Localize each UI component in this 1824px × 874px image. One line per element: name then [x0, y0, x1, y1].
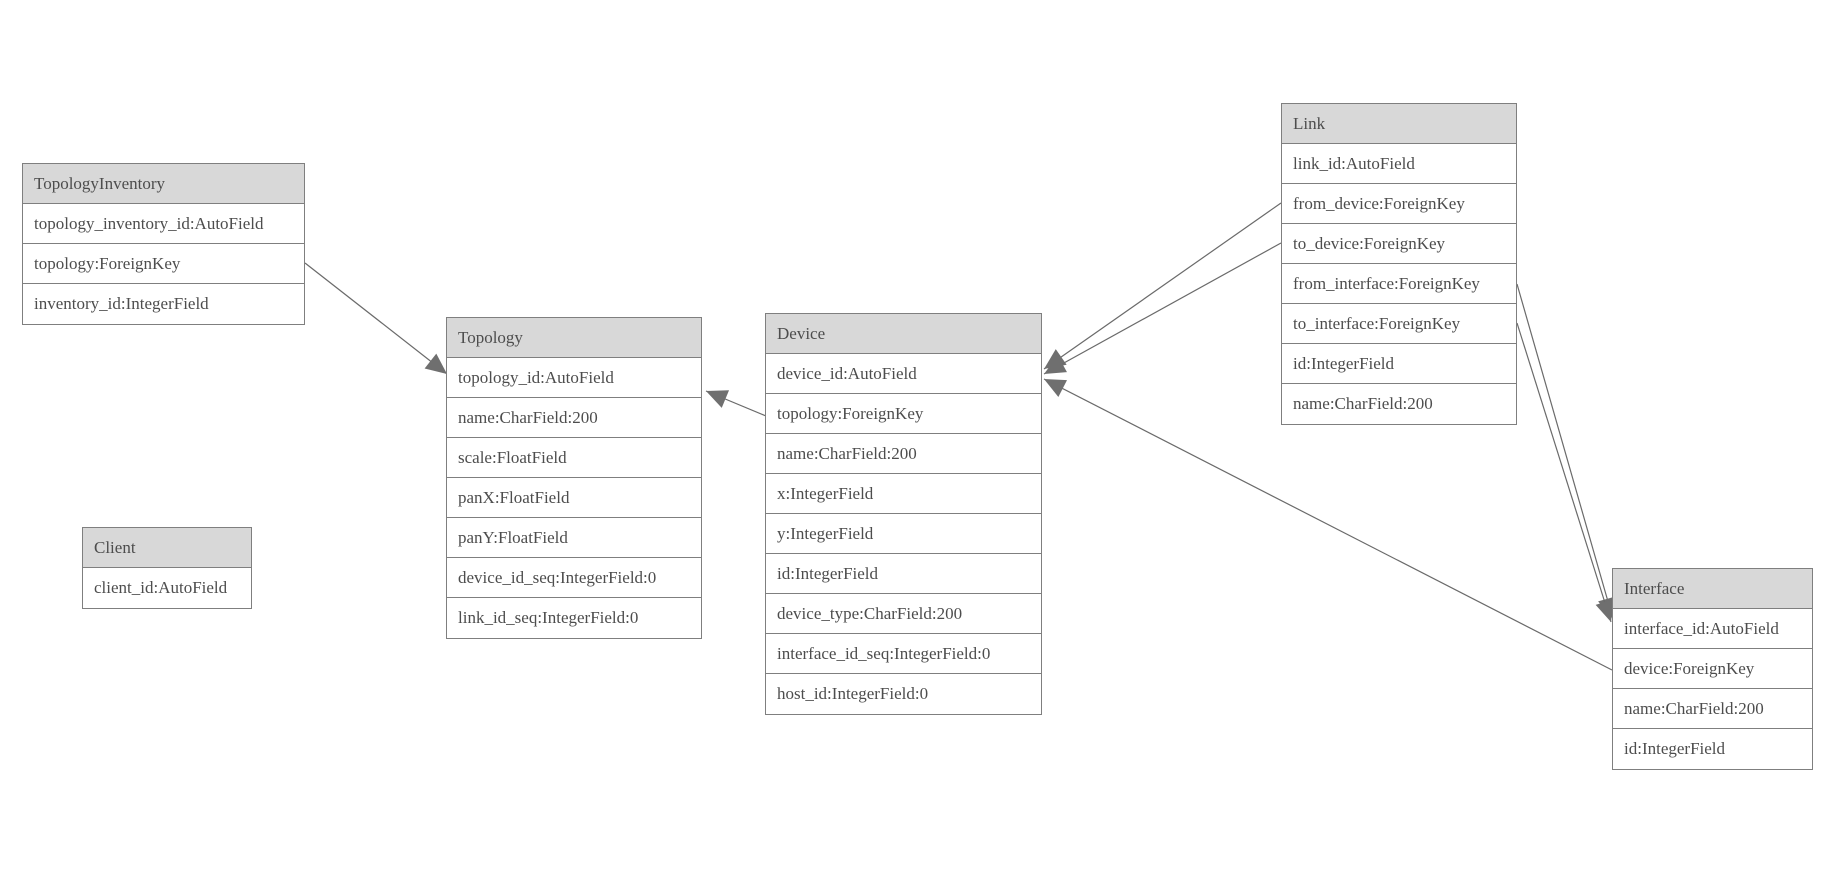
arrowhead-icon — [424, 353, 447, 374]
field-row: topology_id:AutoField — [447, 358, 701, 398]
field-row: device_id_seq:IntegerField:0 — [447, 558, 701, 598]
field-row: to_interface:ForeignKey — [1282, 304, 1516, 344]
field-row: topology:ForeignKey — [766, 394, 1041, 434]
entity-title-interface: Interface — [1613, 569, 1812, 609]
field-row: inventory_id:IntegerField — [23, 284, 304, 324]
field-row: interface_id_seq:IntegerField:0 — [766, 634, 1041, 674]
field-row: interface_id:AutoField — [1613, 609, 1812, 649]
edge-device-topology-to-topology — [705, 390, 767, 417]
edge-link-from-interface-to-interface — [1516, 283, 1617, 620]
field-row: link_id:AutoField — [1282, 144, 1516, 184]
field-row: name:CharField:200 — [447, 398, 701, 438]
field-row: scale:FloatField — [447, 438, 701, 478]
field-row: panY:FloatField — [447, 518, 701, 558]
field-row: x:IntegerField — [766, 474, 1041, 514]
field-row: device:ForeignKey — [1613, 649, 1812, 689]
entity-title-topology-inventory: TopologyInventory — [23, 164, 304, 204]
field-row: device_type:CharField:200 — [766, 594, 1041, 634]
field-row: id:IntegerField — [1282, 344, 1516, 384]
field-row: y:IntegerField — [766, 514, 1041, 554]
field-row: panX:FloatField — [447, 478, 701, 518]
arrowhead-icon — [706, 390, 730, 408]
arrowhead-icon — [1595, 599, 1614, 622]
edge-link-to-device-to-device — [1043, 242, 1282, 375]
field-row: name:CharField:200 — [766, 434, 1041, 474]
arrowhead-icon — [1044, 379, 1068, 398]
field-row: topology_inventory_id:AutoField — [23, 204, 304, 244]
field-row: name:CharField:200 — [1613, 689, 1812, 729]
entity-title-link: Link — [1282, 104, 1516, 144]
entity-title-topology: Topology — [447, 318, 701, 358]
field-row: from_device:ForeignKey — [1282, 184, 1516, 224]
edge-topologyinventory-topology-to-topology — [304, 262, 448, 375]
field-row: id:IntegerField — [766, 554, 1041, 594]
field-row: name:CharField:200 — [1282, 384, 1516, 424]
arrowhead-icon — [1044, 355, 1067, 374]
field-row: host_id:IntegerField:0 — [766, 674, 1041, 714]
field-row: id:IntegerField — [1613, 729, 1812, 769]
edge-interface-device-to-device — [1043, 378, 1613, 671]
field-row: to_device:ForeignKey — [1282, 224, 1516, 264]
field-row: device_id:AutoField — [766, 354, 1041, 394]
edge-link-from-device-to-device — [1043, 202, 1282, 370]
field-row: topology:ForeignKey — [23, 244, 304, 284]
field-row: client_id:AutoField — [83, 568, 251, 608]
field-row: from_interface:ForeignKey — [1282, 264, 1516, 304]
entity-title-device: Device — [766, 314, 1041, 354]
field-row: link_id_seq:IntegerField:0 — [447, 598, 701, 638]
entity-title-client: Client — [83, 528, 251, 568]
edge-link-to-interface-to-interface — [1516, 322, 1614, 623]
